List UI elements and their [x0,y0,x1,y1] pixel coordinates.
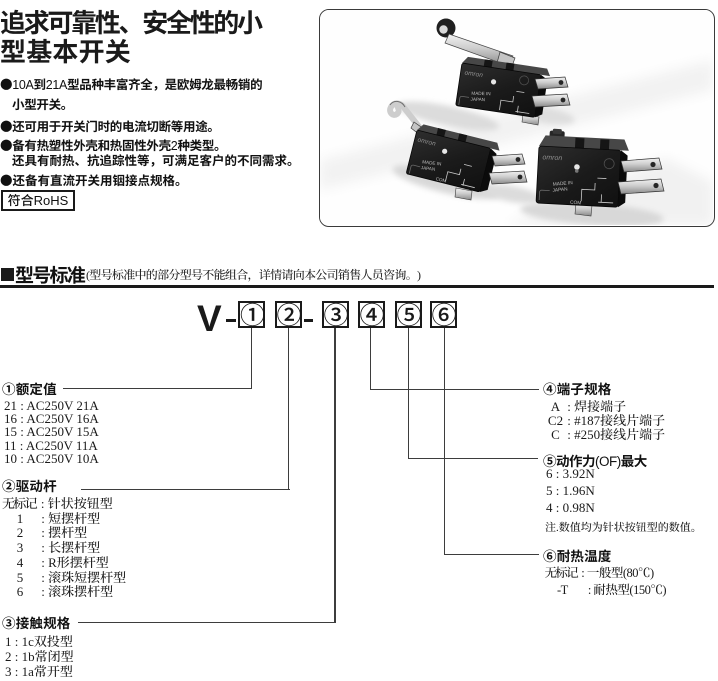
svg-text:MADE IN: MADE IN [471,91,490,96]
svg-text:COM: COM [435,176,447,183]
svg-text:MADE IN: MADE IN [553,180,574,188]
svg-text:JAPAN: JAPAN [421,165,436,172]
svg-text:omron: omron [417,137,437,148]
svg-text:omron: omron [464,70,484,80]
svg-text:JAPAN: JAPAN [552,186,568,193]
svg-text:MADE IN: MADE IN [422,159,442,166]
svg-text:COM: COM [570,200,582,207]
svg-text:omron: omron [542,154,562,162]
svg-text:JAPAN: JAPAN [470,97,485,102]
